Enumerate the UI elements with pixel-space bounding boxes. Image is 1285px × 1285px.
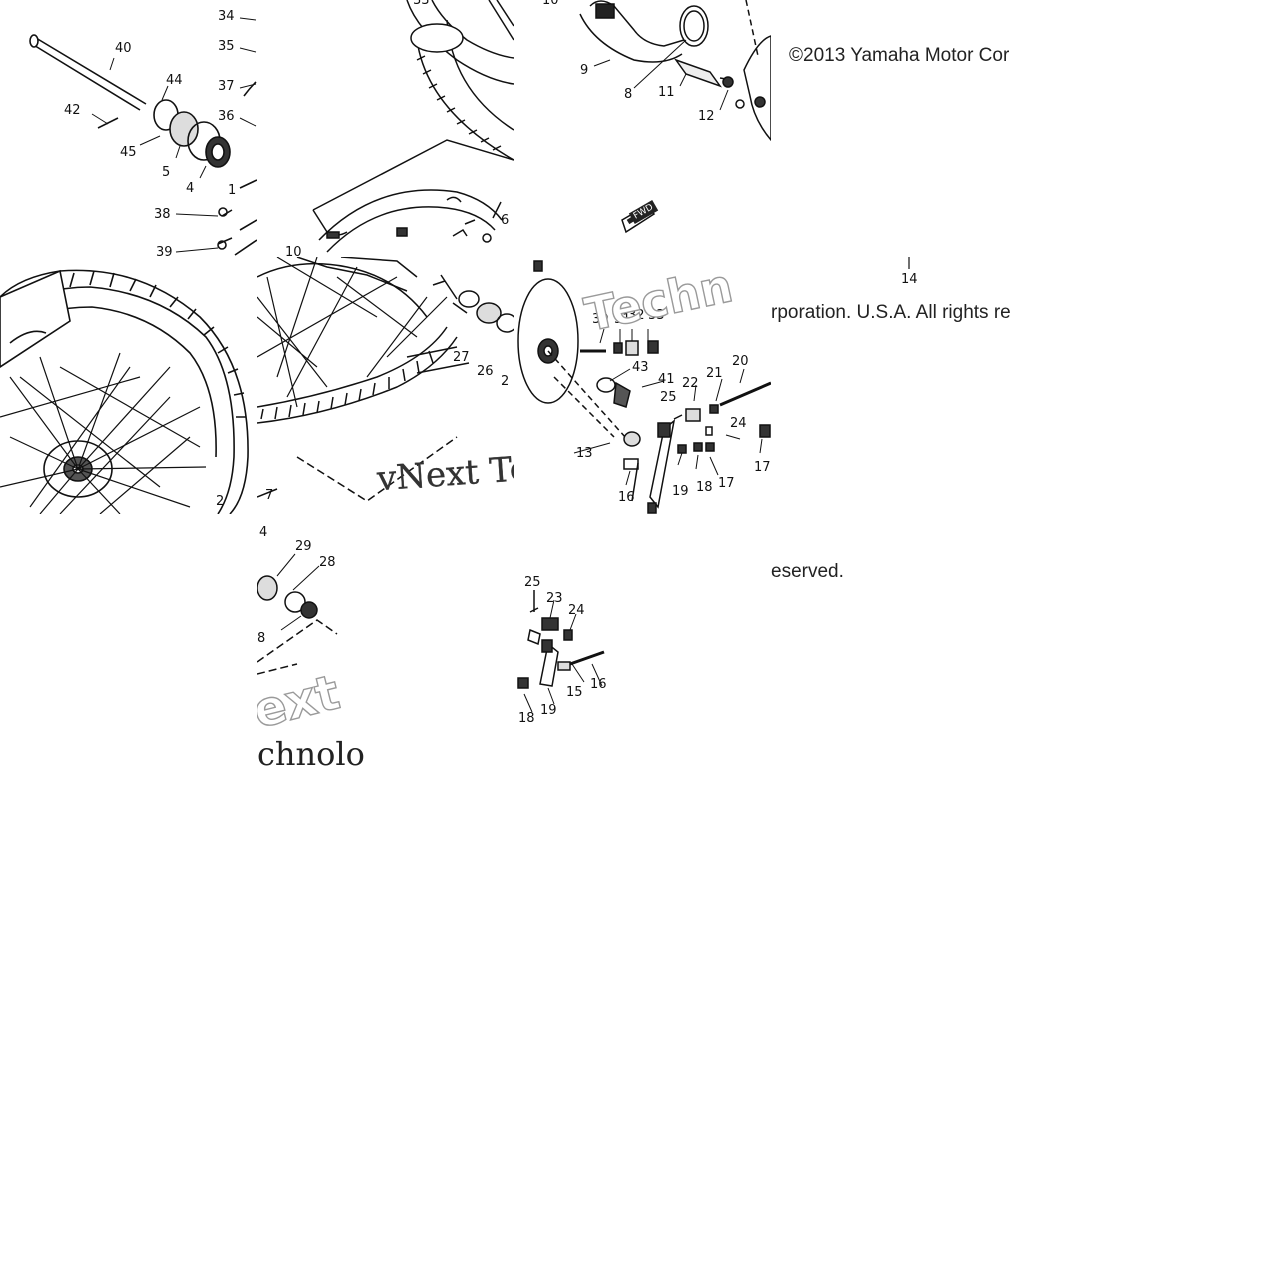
callout-1: 1 — [228, 183, 237, 198]
callout-18-tile6: 18 — [696, 480, 713, 495]
copyright-part-3: eserved. — [771, 561, 844, 582]
callout-10-tile2: 10 — [542, 0, 559, 8]
callout-6: 6 — [501, 213, 510, 228]
watermark-text-d: chnolo — [257, 735, 365, 771]
tile-copyright-middle: 14 rporation. U.S.A. All rights re — [771, 257, 1028, 514]
callout-5: 5 — [162, 165, 171, 180]
tire-brake-shoe-drawing — [312, 0, 514, 253]
callout-24-tile9: 24 — [568, 603, 585, 618]
copyright-part-1: ©2013 Yamaha Motor Cor — [789, 45, 1010, 66]
lever-detail-drawing — [517, 590, 605, 713]
callout-26: 26 — [477, 364, 494, 379]
callout-33-tile6: 33 — [648, 308, 665, 323]
callout-43: 43 — [632, 360, 649, 375]
callout-4-tile8: 4 — [259, 525, 268, 540]
callout-2-tile4: 2 — [216, 494, 225, 509]
callout-17-a: 17 — [718, 476, 735, 491]
tile-hub-levers: 30 31 32 33 43 41 22 21 20 25 24 13 16 1… — [514, 257, 771, 514]
tile-seals-lower: 4 29 28 8 ext chnolo — [257, 514, 514, 771]
callout-15: 15 — [566, 685, 583, 700]
seals-lower-drawing — [257, 553, 338, 675]
callout-7: 7 — [265, 488, 274, 503]
callout-32: 32 — [628, 308, 645, 323]
tile-copyright-start: ©2013 Yamaha Motor Cor — [771, 0, 1028, 257]
copyright-part-2: rporation. U.S.A. All rights re — [771, 302, 1011, 323]
callout-36: 36 — [218, 109, 235, 124]
callout-13: 13 — [576, 446, 593, 461]
callout-8-tile8: 8 — [257, 631, 266, 646]
callout-20: 20 — [732, 354, 749, 369]
tire-lower-drawing — [257, 257, 514, 502]
callout-39: 39 — [156, 245, 173, 257]
callout-8: 8 — [624, 87, 633, 102]
callout-44: 44 — [166, 73, 183, 88]
callout-45: 45 — [120, 145, 137, 160]
tile-tire-brake-shoe: 33 10 6 — [257, 0, 514, 257]
callout-42: 42 — [64, 103, 81, 118]
callout-19-tile9: 19 — [540, 703, 557, 718]
tile-tire-lower: 27 26 2 7 vNext Te — [257, 257, 514, 514]
callout-25-tile9: 25 — [524, 575, 541, 590]
tile-copyright-end: eserved. — [771, 514, 1028, 771]
callout-9: 9 — [580, 63, 589, 78]
callout-10-tile1: 10 — [285, 245, 302, 257]
callout-30: 30 — [592, 312, 609, 327]
callout-41: 41 — [658, 372, 675, 387]
tile-lever-detail: 25 23 24 16 15 19 18 — [514, 514, 771, 771]
callout-35: 35 — [218, 39, 235, 54]
brake-panel-drawing — [579, 0, 771, 234]
callout-40: 40 — [115, 41, 132, 56]
callout-23: 23 — [546, 591, 563, 606]
tile-brake-panel: FWD 10 9 8 11 12 — [514, 0, 771, 257]
hub-levers-drawing — [517, 260, 771, 514]
callout-16-tile6: 16 — [618, 490, 635, 505]
callout-33-tile1: 33 — [413, 0, 430, 8]
callout-4: 4 — [186, 181, 195, 196]
callout-28: 28 — [319, 555, 336, 570]
watermark-text-a: vNext Te — [375, 448, 514, 500]
tile-axle-parts: 34 35 40 44 37 42 36 45 5 4 1 38 39 — [0, 0, 257, 257]
callout-16-tile9: 16 — [590, 677, 607, 692]
callout-24-tile6: 24 — [730, 416, 747, 431]
leader-14-drawing — [908, 257, 910, 269]
callout-27: 27 — [453, 350, 470, 365]
callout-11: 11 — [658, 85, 675, 100]
callout-29: 29 — [295, 539, 312, 554]
callout-34: 34 — [218, 9, 235, 24]
callout-22: 22 — [682, 376, 699, 391]
callout-12: 12 — [698, 109, 715, 124]
callout-21: 21 — [706, 366, 723, 381]
callout-25-tile6: 25 — [660, 390, 677, 405]
callout-2-tile5: 2 — [501, 374, 510, 389]
callout-14: 14 — [901, 272, 918, 287]
callout-31: 31 — [614, 312, 631, 327]
callout-38: 38 — [154, 207, 171, 222]
callout-37: 37 — [218, 79, 235, 94]
callout-19-tile6: 19 — [672, 484, 689, 499]
callout-18-tile9: 18 — [518, 711, 535, 726]
callout-17-b: 17 — [754, 460, 771, 475]
wheel-drawing — [0, 269, 249, 514]
tile-wheel: 2 — [0, 257, 257, 514]
axle-parts-drawing — [29, 17, 257, 256]
